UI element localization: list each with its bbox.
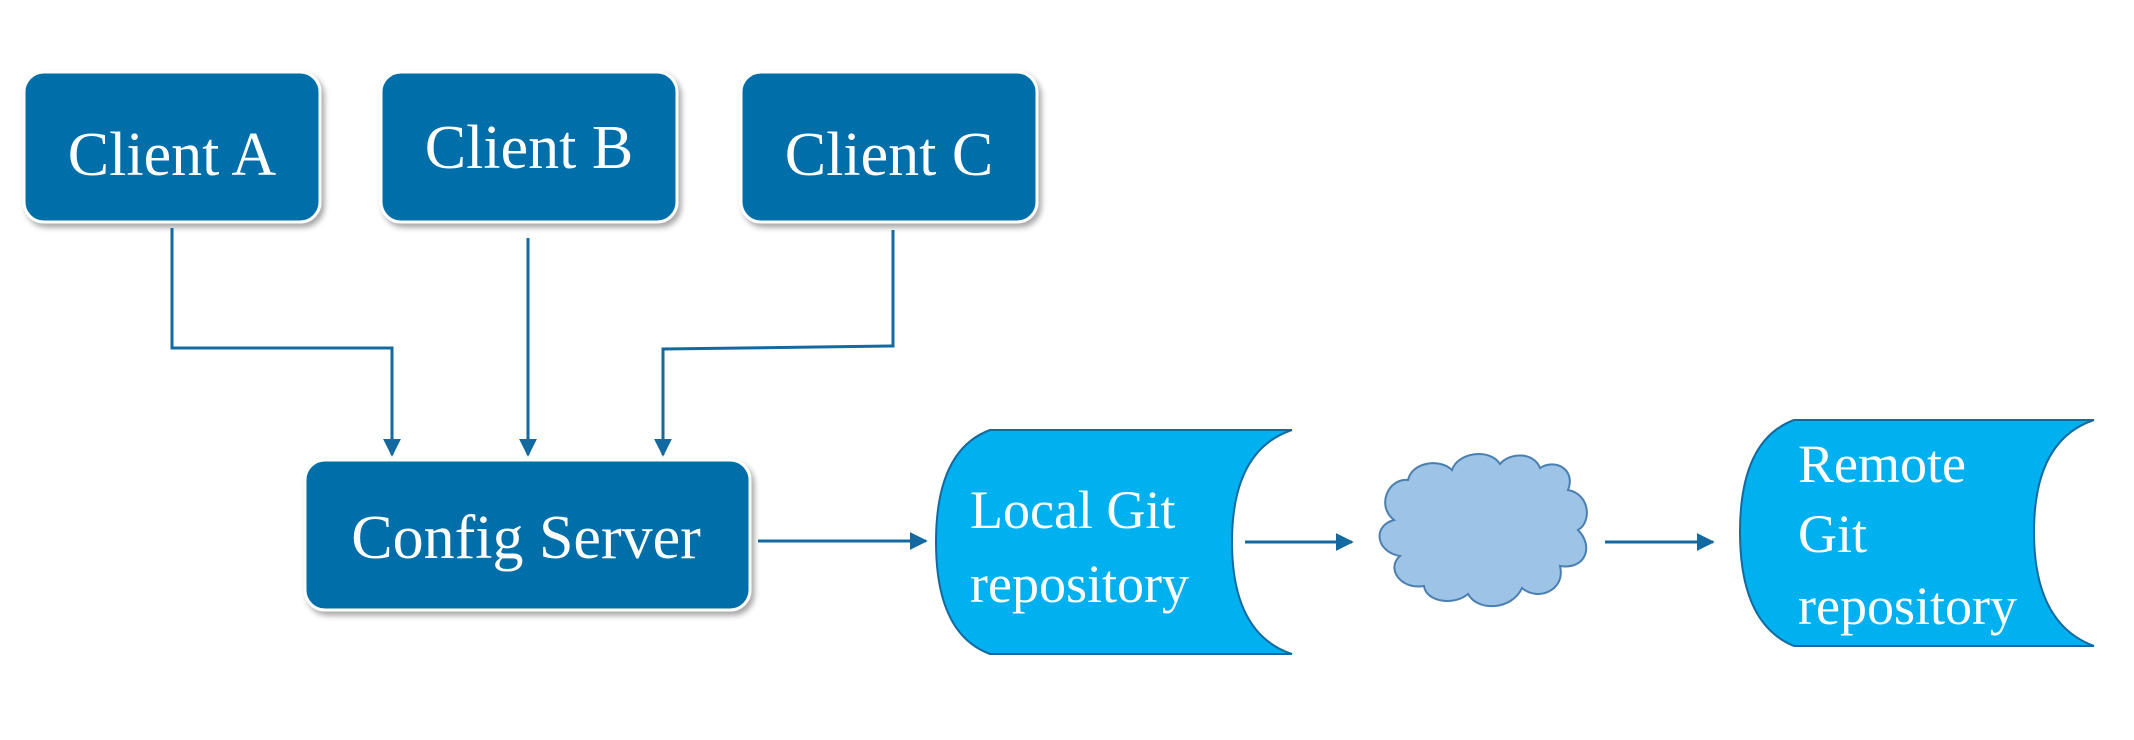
remote-git-line-2: Git — [1798, 504, 1867, 564]
config-server-label: Config Server — [351, 504, 701, 572]
client-a-label: Client A — [68, 121, 277, 189]
client-b-box: Client B — [379, 70, 679, 224]
client-c-box: Client C — [739, 70, 1039, 224]
remote-git-line-3: repository — [1798, 576, 2017, 636]
local-git-repository-label: Local Git repository — [970, 480, 1189, 614]
local-git-line-1: Local Git — [970, 480, 1175, 540]
connector-client-a — [170, 228, 401, 457]
config-server-box: Config Server — [303, 458, 752, 612]
remote-git-line-1: Remote — [1798, 434, 1966, 494]
client-c-label: Client C — [785, 121, 993, 189]
remote-git-repository-label: Remote Git repository — [1798, 434, 2017, 636]
connector-client-c — [654, 230, 895, 457]
remote-git-repository-shape: Remote Git repository — [1738, 419, 2095, 647]
local-git-repository-shape: Local Git repository — [934, 429, 1293, 655]
cloud-icon — [1378, 452, 1588, 608]
local-git-line-2: repository — [970, 554, 1189, 614]
client-a-box: Client A — [22, 70, 322, 224]
client-b-label: Client B — [425, 114, 633, 182]
